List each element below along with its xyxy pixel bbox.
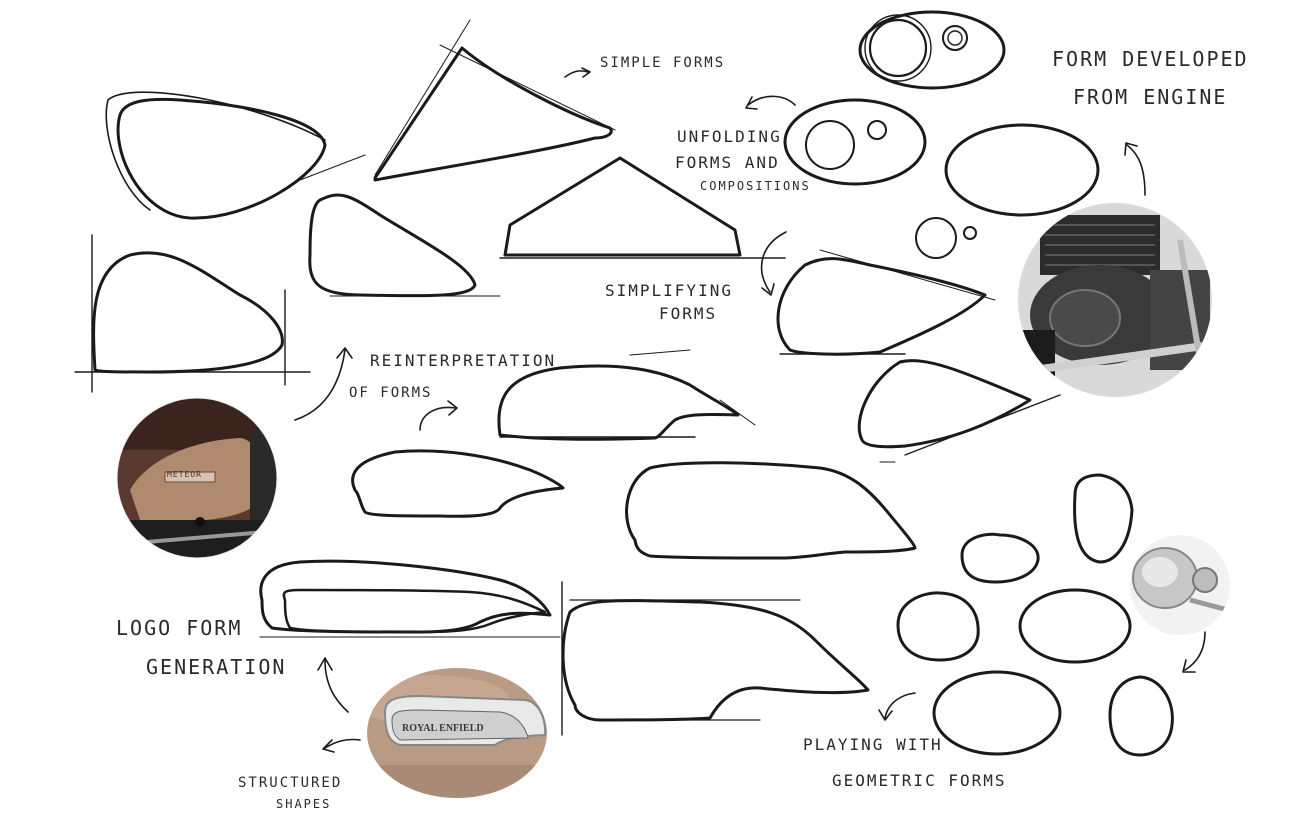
photo-tank-side [117,398,277,558]
label-simplifying-1: SIMPLIFYING [605,281,733,300]
sketch-logo-outline [259,559,561,638]
photo-chrome-part [1130,535,1230,635]
sketch-swept-tank [351,449,565,518]
label-unfolding-1: UNFOLDING [677,127,782,146]
label-simple-forms: SIMPLE FORMS [600,55,726,71]
sketch-large-tank [561,581,870,736]
sketch-lower-tank [857,359,1061,456]
label-reinterpretation-2: OF FORMS [349,385,433,401]
label-structured-2: SHAPES [276,797,332,811]
label-playing-1: PLAYING WITH [803,735,943,754]
sketch-simplified-tank [776,249,996,356]
sketch-blob-with-axes [74,234,311,393]
sketch-unfolding-ellipses [783,10,1100,259]
label-form-developed-1: FORM DEVELOPED [1052,47,1249,71]
label-logo-form-1: LOGO FORM [116,616,243,640]
sketch-trapezoid-form [499,156,786,259]
label-logo-form-2: GENERATION [146,655,287,679]
label-reinterpretation-1: REINTERPRETATION [370,351,557,370]
label-simplifying-2: FORMS [659,304,718,323]
label-unfolding-3: COMPOSITIONS [700,179,811,193]
sketch-rounded-wedge [308,193,501,298]
photo-engine [1018,203,1212,397]
sketch-teardrop-tank [105,91,366,220]
sketch-reinterpreted-tank [497,349,756,441]
sketch-triangle-form [373,19,616,182]
label-playing-2: GEOMETRIC FORMS [832,771,1007,790]
label-unfolding-2: FORMS AND [675,153,780,172]
sketch-geometric-forms [896,473,1174,757]
label-structured-1: STRUCTURED [238,775,343,791]
sketch-long-tank [625,461,917,560]
sketch-arrows [294,67,1206,753]
photo-tank-badge-text: METEOR [167,470,202,479]
label-form-developed-2: FROM ENGINE [1073,85,1228,109]
photo-logo-badge-text: ROYAL ENFIELD [402,723,484,734]
